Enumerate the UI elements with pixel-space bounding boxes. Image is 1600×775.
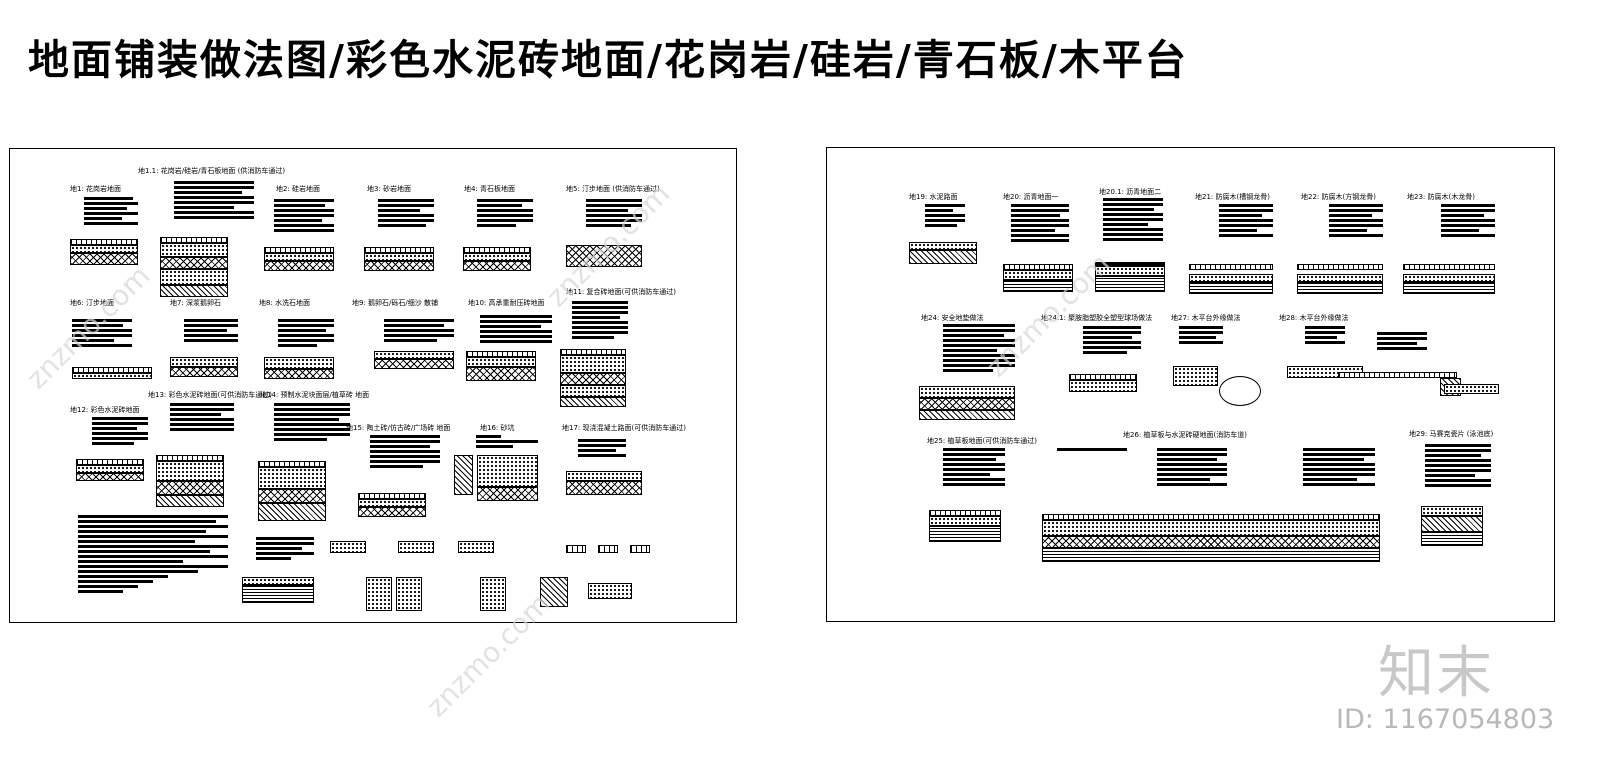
detail-label: 地20.1: 沥青地面二 bbox=[1099, 188, 1162, 196]
detail-label: 地29: 马赛克瓷片 (泳池底) bbox=[1409, 430, 1494, 438]
section-detail bbox=[454, 435, 550, 515]
watermark-id: ID: 1167054803 bbox=[1336, 704, 1555, 735]
section-detail bbox=[1403, 204, 1495, 296]
paver-section bbox=[630, 545, 650, 553]
detail-label: 地15: 陶土砖/仿古砖/广场砖 地面 bbox=[346, 424, 451, 432]
detail-label: 地5: 汀步地面 (供消防车通过) bbox=[566, 185, 660, 193]
block-isometric bbox=[366, 577, 392, 611]
section-detail bbox=[258, 403, 350, 525]
section-detail bbox=[1095, 198, 1165, 296]
section-detail bbox=[1023, 448, 1399, 568]
notes-block bbox=[78, 515, 228, 607]
section-detail bbox=[264, 199, 334, 271]
detail-label: 地20: 沥青地面一 bbox=[1003, 193, 1059, 201]
detail-label: 地1: 花岗岩地面 bbox=[70, 185, 122, 193]
detail-label: 地24.1: 聚胺脂塑胶全塑型球场做法 bbox=[1041, 314, 1153, 322]
section-detail bbox=[76, 417, 148, 481]
paver-section bbox=[398, 541, 434, 553]
section-detail bbox=[909, 204, 977, 268]
section-detail bbox=[70, 197, 138, 267]
section-detail bbox=[156, 403, 234, 513]
detail-label: 地22: 防腐木(方钢龙骨) bbox=[1301, 193, 1376, 201]
detail-label: 地3: 砂岩地面 bbox=[367, 185, 412, 193]
paver-section bbox=[566, 545, 586, 553]
page-title: 地面铺装做法图/彩色水泥砖地面/花岗岩/硅岩/青石板/木平台 bbox=[28, 36, 1188, 84]
watermark-logo: 知末 bbox=[1378, 641, 1494, 706]
section-detail bbox=[72, 319, 152, 381]
section-detail bbox=[160, 181, 254, 299]
detail-label: 地28: 木平台外缘做法 bbox=[1279, 314, 1349, 322]
block-isometric bbox=[396, 577, 422, 611]
detail-label: 地19: 水泥路面 bbox=[909, 193, 958, 201]
section-detail bbox=[560, 301, 628, 409]
detail-label: 地26: 植草板与水泥砖硬地面(消防车道) bbox=[1123, 431, 1247, 439]
detail-label: 地10: 高承重耐压砖地面 bbox=[468, 299, 545, 307]
detail-label: 地12: 彩色水泥砖地面 bbox=[70, 406, 140, 414]
detail-label: 地6: 汀步地面 bbox=[70, 299, 115, 307]
section-detail bbox=[1421, 444, 1491, 554]
section-detail bbox=[1297, 204, 1383, 296]
section-detail bbox=[364, 199, 434, 271]
section-detail bbox=[1287, 326, 1499, 422]
detail-label: 地2: 硅岩地面 bbox=[276, 185, 321, 193]
paver-section bbox=[598, 545, 618, 553]
section-detail bbox=[1003, 204, 1073, 296]
detail-label: 地1.1: 花岗岩/硅岩/青石板地面 (供消防车通过) bbox=[138, 167, 286, 175]
section-detail bbox=[463, 199, 533, 271]
detail-label: 地21: 防腐木(槽钢龙骨) bbox=[1195, 193, 1270, 201]
section-detail bbox=[374, 319, 454, 373]
drawing-sheet-right: 地19: 水泥路面 地20: 沥青地面一 地20.1: 沥青地面二 地21: 防… bbox=[826, 147, 1555, 622]
detail-label: 地11: 复合砖地面(可供消防车通过) bbox=[566, 288, 676, 296]
detail-label: 地25: 植草板地面(可供消防车通过) bbox=[927, 437, 1037, 445]
paver-section bbox=[588, 583, 632, 599]
tile-pattern bbox=[540, 577, 568, 607]
paver-section bbox=[458, 541, 494, 553]
section-detail bbox=[264, 319, 334, 383]
section-detail bbox=[566, 199, 642, 269]
section-detail bbox=[919, 324, 1015, 424]
section-detail bbox=[466, 315, 552, 385]
section-detail bbox=[242, 537, 314, 617]
drawing-sheet-left: 地1.1: 花岗岩/硅岩/青石板地面 (供消防车通过) 地1: 花岗岩地面 地2… bbox=[9, 148, 737, 623]
detail-label: 地27: 木平台外缘做法 bbox=[1171, 314, 1241, 322]
section-detail bbox=[1173, 326, 1263, 406]
detail-label: 地24: 安全地垫做法 bbox=[921, 314, 984, 322]
section-detail bbox=[358, 435, 440, 519]
section-detail bbox=[170, 319, 238, 381]
detail-label: 地4: 青石板地面 bbox=[464, 185, 516, 193]
detail-label: 地13: 彩色水泥砖地面(可供消防车通过) bbox=[148, 391, 272, 399]
paver-section bbox=[330, 541, 366, 553]
section-detail bbox=[1189, 204, 1273, 296]
block-isometric bbox=[480, 577, 506, 611]
detail-label: 地16: 砂坑 bbox=[480, 424, 515, 432]
detail-label: 地9: 鹅卵石/砾石/细沙 散铺 bbox=[352, 299, 438, 307]
section-detail bbox=[1069, 326, 1141, 396]
detail-label: 地8: 水洗石地面 bbox=[259, 299, 311, 307]
detail-label: 地23: 防腐木(木龙骨) bbox=[1407, 193, 1475, 201]
detail-label: 地14: 预制水泥块面层/植草砖 地面 bbox=[260, 391, 370, 399]
section-detail bbox=[929, 448, 1005, 544]
detail-label: 地7: 深浆鹅卵石 bbox=[170, 299, 222, 307]
section-detail bbox=[566, 439, 642, 509]
detail-label: 地17: 现浇混凝土路面(可供消防车通过) bbox=[562, 424, 686, 432]
